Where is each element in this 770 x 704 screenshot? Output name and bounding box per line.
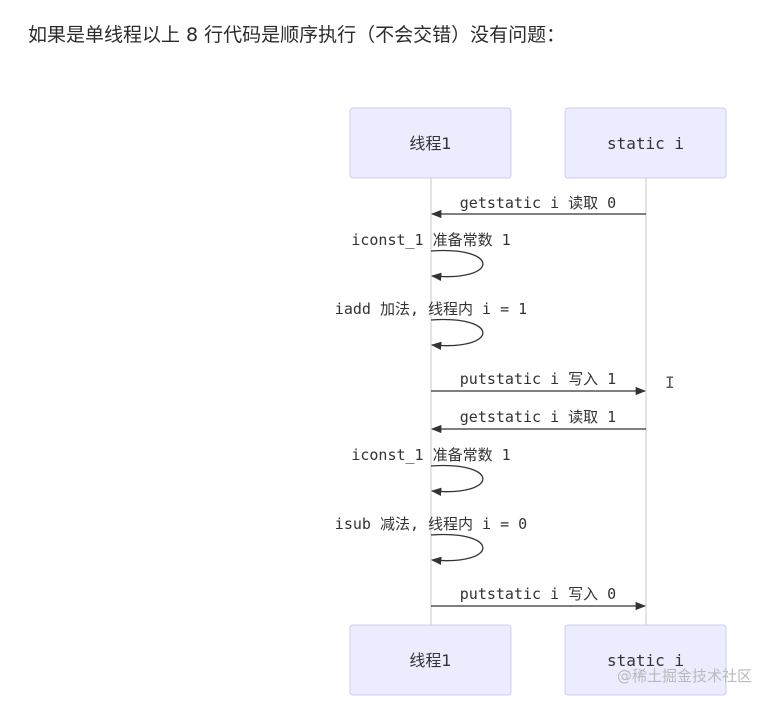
message-2-selfloop (430, 249, 484, 281)
participant-thread-top: 线程1 (349, 107, 512, 179)
participant-static-bottom-label: static i (607, 651, 684, 670)
participant-static-top-label: static i (607, 134, 684, 153)
participant-static-bottom: static i (564, 624, 727, 696)
message-7-label: isub 减法, 线程内 i = 0 (335, 515, 527, 533)
message-5-label: getstatic i 读取 1 (460, 408, 616, 426)
watermark: @稀土掘金技术社区 (616, 667, 752, 685)
participant-thread-bottom: 线程1 (349, 624, 512, 696)
participant-thread-bottom-label: 线程1 (409, 651, 451, 670)
text-cursor-icon: I (665, 373, 675, 392)
message-4-label: putstatic i 写入 1 (460, 370, 616, 388)
message-6-selfloop (430, 464, 484, 496)
message-7-selfloop (430, 533, 484, 565)
message-6-label: iconst_1 准备常数 1 (351, 446, 510, 464)
participant-static-top: static i (564, 107, 727, 179)
message-3-label: iadd 加法, 线程内 i = 1 (335, 300, 527, 318)
message-8-label: putstatic i 写入 0 (460, 585, 616, 603)
message-2-label: iconst_1 准备常数 1 (351, 231, 510, 249)
message-3-selfloop (430, 318, 484, 350)
intro-text: 如果是单线程以上 8 行代码是顺序执行（不会交错）没有问题： (28, 24, 566, 46)
participant-thread-top-label: 线程1 (409, 134, 451, 153)
message-1-label: getstatic i 读取 0 (460, 194, 616, 212)
